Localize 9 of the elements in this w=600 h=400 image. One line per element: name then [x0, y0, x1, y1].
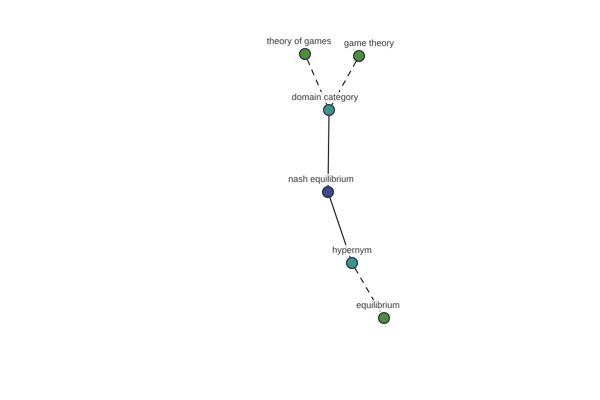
connector-line	[331, 60, 357, 106]
connector-line	[306, 59, 328, 105]
node-label: game theory	[342, 38, 396, 49]
node-label: theory of games	[266, 36, 332, 47]
node-label: nash equilibrium	[287, 174, 355, 185]
node-label: hypernym	[331, 245, 373, 256]
node-label: equilibrium	[355, 300, 401, 311]
connector-line	[354, 268, 382, 314]
node-label: domain category	[290, 92, 360, 103]
